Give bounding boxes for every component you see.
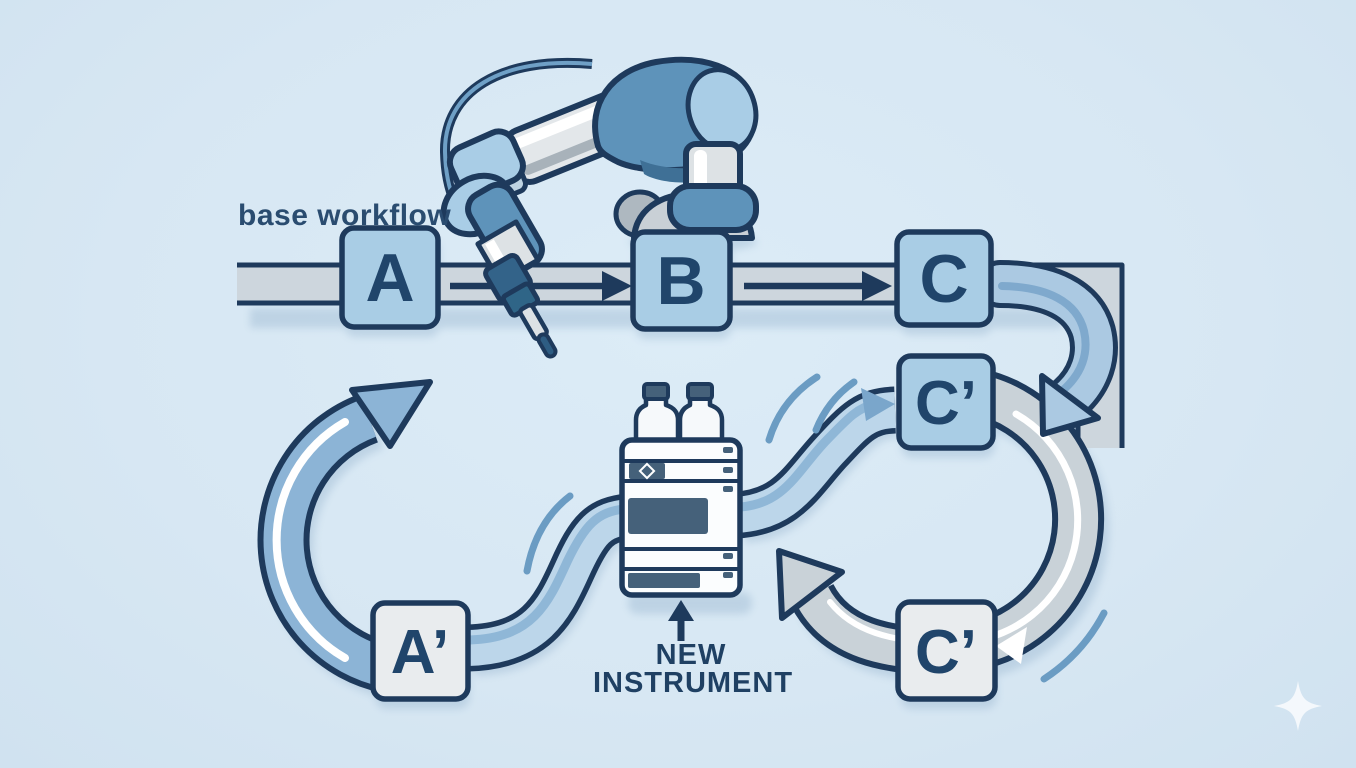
band-to-loop-blue-arrow (976, 260, 1118, 437)
node-c-box (894, 229, 994, 328)
robot-gripper-tool (483, 252, 558, 359)
robot-base-joint (613, 141, 759, 241)
workflow-nodes: A B C C’ A’ C’ (339, 225, 998, 702)
instrument-panel (628, 573, 700, 588)
instrument-bottle (633, 382, 681, 445)
robot-arm (439, 56, 759, 359)
instrument-screen (628, 498, 708, 534)
node-c-prime-top-label: C’ (915, 369, 977, 438)
flow-band-instrument-to-c-prime (733, 386, 897, 539)
motion-arc (523, 492, 574, 575)
instrument-bottle (677, 382, 725, 445)
node-a-label: A (365, 240, 414, 316)
motion-arc (1040, 609, 1108, 683)
instrument-panel (629, 463, 665, 479)
node-a-prime-label: A’ (391, 618, 450, 687)
sparkle-icon (1274, 681, 1322, 731)
blue-arrowhead (1039, 373, 1101, 437)
node-a-prime-box (370, 600, 471, 702)
motion-arc (765, 373, 821, 444)
flow-band-a-prime-to-instrument (465, 493, 632, 672)
node-c-label: C (919, 241, 968, 317)
instrument (619, 382, 743, 598)
new-instrument-label-line1: NEW (656, 639, 727, 671)
node-a-box (339, 225, 441, 330)
gray-return-arrowhead (776, 548, 845, 621)
new-instrument-label-line2: INSTRUMENT (593, 667, 793, 699)
white-flow-arrowhead (996, 627, 1027, 664)
node-c-prime-bottom-label: C’ (915, 618, 977, 687)
node-c-prime-bottom-box (895, 599, 998, 702)
base-workflow-title: base workflow (238, 199, 451, 232)
flow-arrowhead-into-c-prime (861, 388, 895, 421)
motion-arc (812, 378, 858, 434)
node-c-prime-top-box (896, 353, 996, 451)
node-b-label: B (656, 243, 705, 319)
diamond-icon (638, 462, 656, 480)
left-loop-arrowhead (349, 379, 433, 449)
motion-lines (523, 373, 1108, 683)
new-instrument-pointer-arrow (668, 600, 694, 641)
left-loop-arrow (257, 379, 433, 694)
arrow-b-to-c (744, 271, 892, 301)
node-b-box (630, 229, 733, 332)
instrument-indicator-dots (723, 447, 733, 578)
